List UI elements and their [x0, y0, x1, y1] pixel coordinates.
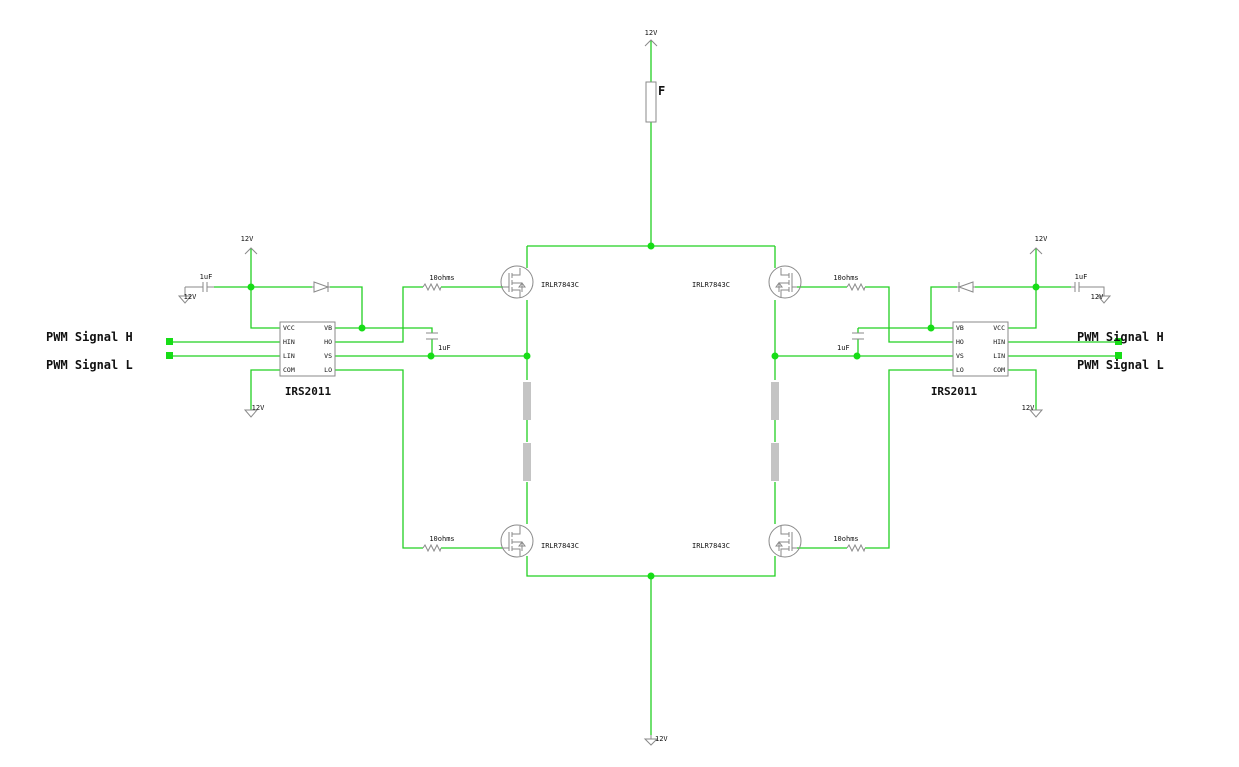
supply-label-left-com-gnd: 12V	[252, 404, 265, 412]
mosfet-top-left	[500, 265, 534, 299]
capacitor-symbols	[196, 282, 1082, 340]
left-ic-pin-lo: LO	[324, 366, 332, 374]
supply-label-right-cap-gnd: 12V	[1091, 293, 1104, 301]
resistor-label-bottom-left: 10ohms	[429, 535, 454, 543]
resistor-label-top-left: 10ohms	[429, 274, 454, 282]
capacitor-label-left-boot: 1uF	[438, 344, 451, 352]
mosfet-label-top-left: IRLR7843C	[541, 281, 579, 289]
fuse-symbol	[645, 81, 657, 123]
resistor-label-bottom-right: 10ohms	[833, 535, 858, 543]
resistor-label-top-right: 10ohms	[833, 274, 858, 282]
input-terminals	[166, 338, 1122, 359]
left-ic-pin-vs: VS	[324, 352, 332, 360]
left-ic-pin-hin: HIN	[283, 338, 295, 346]
input-label-right-l: PWM Signal L	[1077, 358, 1164, 372]
left-ic-name: IRS2011	[285, 385, 332, 398]
fuse-label: F	[658, 84, 665, 98]
mosfet-bottom-right	[768, 524, 802, 558]
input-label-right-h: PWM Signal H	[1077, 330, 1164, 344]
right-ic-pin-vs: VS	[956, 352, 964, 360]
left-ic-pin-com: COM	[283, 366, 295, 374]
junction-dots	[247, 242, 1040, 580]
right-ic-pin-vcc: VCC	[993, 324, 1005, 332]
supply-label-right-com-gnd: 12V	[1022, 404, 1035, 412]
input-label-left-l: PWM Signal L	[46, 358, 133, 372]
resistor-symbols	[422, 282, 866, 553]
left-ic-pin-lin: LIN	[283, 352, 295, 360]
mosfet-top-right	[768, 265, 802, 299]
wires	[170, 40, 1119, 735]
right-ic-pin-lin: LIN	[993, 352, 1005, 360]
right-ic-pin-lo: LO	[956, 366, 964, 374]
ground-symbols	[177, 286, 1112, 746]
supply-label-bottom: 12V	[655, 735, 668, 743]
mosfet-bottom-left	[500, 524, 534, 558]
left-ic-pin-vcc: VCC	[283, 324, 295, 332]
supply-arrows	[244, 39, 1043, 255]
supply-label-left-cap-gnd: 12V	[184, 293, 197, 301]
right-ic-pin-vb: VB	[956, 324, 964, 332]
capacitor-label-right-vcc: 1uF	[1075, 273, 1088, 281]
diode-symbols	[312, 281, 975, 293]
right-ic-pin-hin: HIN	[993, 338, 1005, 346]
capacitor-label-right-boot: 1uF	[837, 344, 850, 352]
input-label-left-h: PWM Signal H	[46, 330, 133, 344]
driver-ic-left-body	[279, 321, 336, 377]
right-ic-pin-ho: HO	[956, 338, 964, 346]
right-ic-pin-com: COM	[993, 366, 1005, 374]
right-ic-name: IRS2011	[931, 385, 978, 398]
supply-label-right-vcc: 12V	[1035, 235, 1048, 243]
bridge-gap-markers	[523, 382, 779, 481]
left-ic-pin-ho: HO	[324, 338, 332, 346]
left-ic-pin-vb: VB	[324, 324, 332, 332]
capacitor-label-left-vcc: 1uF	[200, 273, 213, 281]
supply-label-top: 12V	[645, 29, 658, 37]
driver-ic-right-body	[952, 321, 1009, 377]
supply-label-left-vcc: 12V	[241, 235, 254, 243]
mosfet-label-bottom-right: IRLR7843C	[692, 542, 730, 550]
mosfet-label-bottom-left: IRLR7843C	[541, 542, 579, 550]
mosfet-label-top-right: IRLR7843C	[692, 281, 730, 289]
